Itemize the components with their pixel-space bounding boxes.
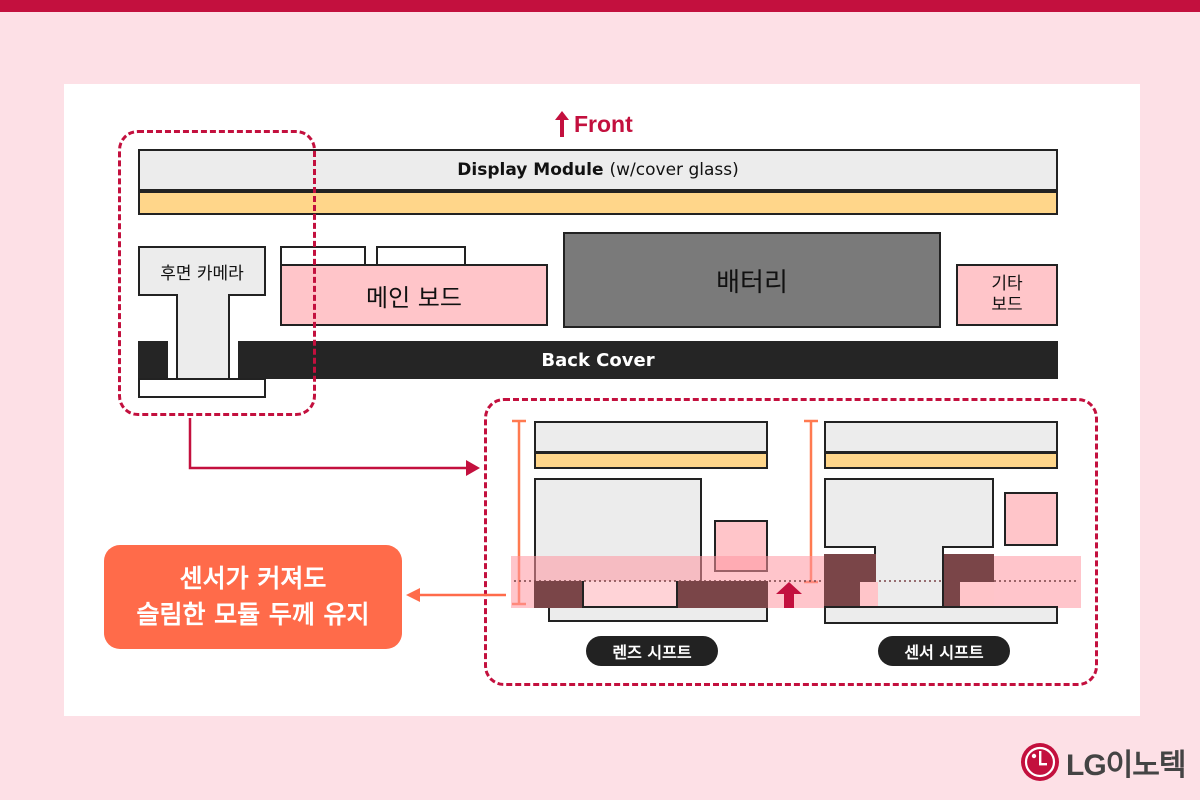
back-cover-label: Back Cover [541,349,655,371]
sensor-shift-badge: 센서 시프트 [878,636,1010,666]
up-arrow-icon [555,111,569,137]
reference-dotted-line [514,580,1078,582]
front-text: Front [574,110,633,137]
callout-box: 센서가 커져도 슬림한 모듈 두께 유지 [104,545,402,649]
callout-line-1: 센서가 커져도 [179,564,327,593]
sensor-module-top-layer [824,421,1058,453]
rear-camera-highlight [118,130,316,416]
connector-arrow [188,418,480,476]
up-arrow-icon [776,582,802,608]
brand-logo: LG이노텍 [1020,740,1186,784]
display-module: Display Module (w/cover glass) [138,149,1058,191]
callout-line-2: 슬림한 모듈 두께 유지 [136,600,370,629]
rear-camera-base [138,378,266,398]
display-module-subtitle: (w/cover glass) [609,160,739,180]
main-board: 메인 보드 [280,264,548,326]
back-cover: Back Cover [138,341,1058,379]
other-board-label: 기타 보드 [991,274,1023,315]
detail-highlight [484,398,1098,686]
front-label: Front [555,108,633,140]
battery-label: 배터리 [716,267,788,298]
lens-sensor-block-right [678,581,768,608]
lens-shift-label: 렌즈 시프트 [612,643,692,662]
display-module-title: Display Module [457,160,604,180]
battery: 배터리 [563,232,941,328]
sensor-module-body [824,478,994,548]
sensor-shift-label: 센서 시프트 [904,643,984,662]
main-board-label: 메인 보드 [366,283,462,312]
lg-logo-icon [1021,743,1059,781]
lens-module-yellow-layer [534,452,768,469]
sensor-gap-left [860,582,878,606]
display-yellow-layer [138,191,1058,215]
sensor-module-side-part [1004,492,1058,546]
top-accent-bar [0,0,1200,12]
sensor-module-yellow-layer [824,452,1058,469]
callout-arrow [406,588,506,602]
rear-camera-label: 후면 카메라 [160,263,244,284]
sensor-module-base [824,606,1058,624]
lens-shift-badge: 렌즈 시프트 [586,636,718,666]
rear-camera-stem [176,294,230,380]
sensor-gap-right [960,582,994,606]
lens-module-top-layer [534,421,768,453]
lens-sensor-block-left [534,581,582,608]
other-board: 기타 보드 [956,264,1058,326]
rear-camera-top: 후면 카메라 [138,246,266,296]
brand-logo-text: LG이노텍 [1066,749,1186,782]
main-board-connector-2 [376,246,466,266]
lens-module-stem [582,581,678,608]
